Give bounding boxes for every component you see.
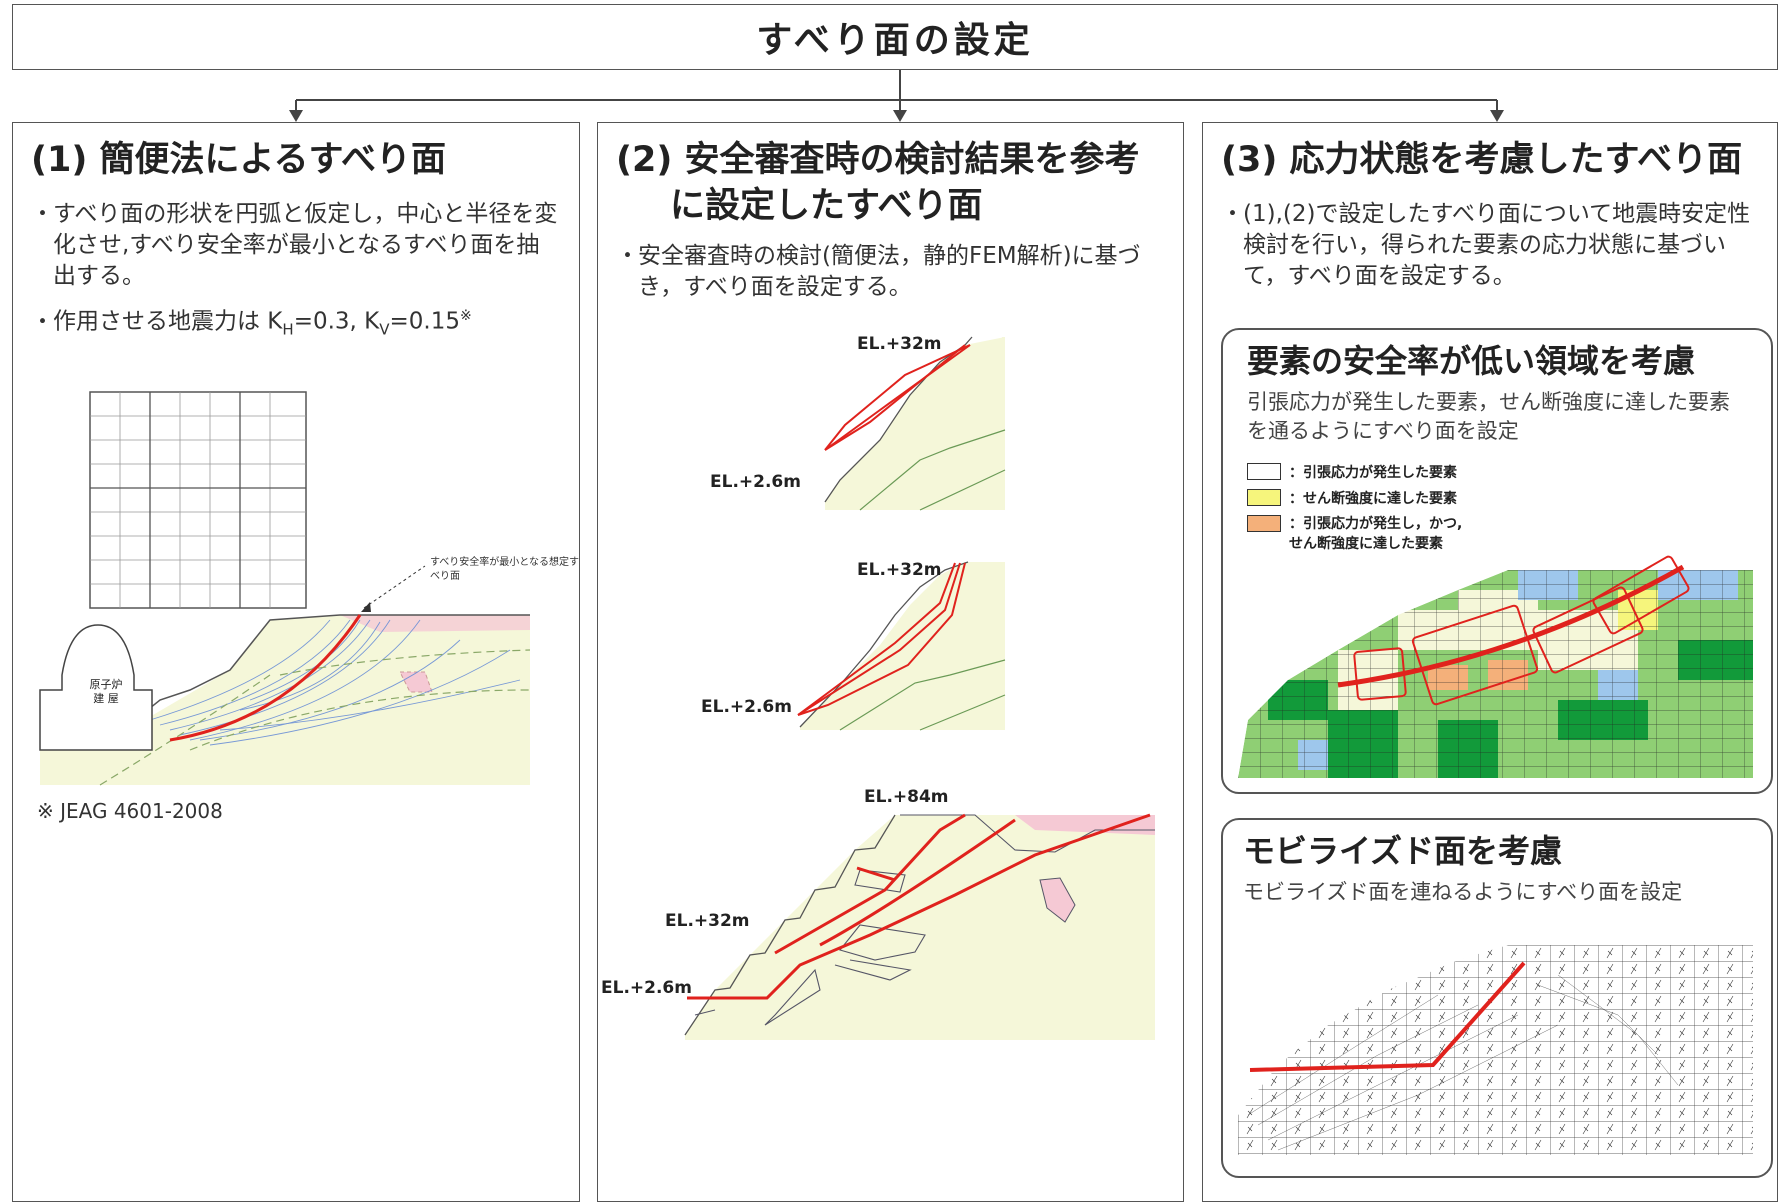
bullet-mark: ・ (31, 308, 54, 335)
circle-center-grid (89, 391, 307, 609)
seismic-text-prefix: 作用させる地震力は K (53, 308, 283, 335)
card1-title: 要素の安全率が低い領域を考慮 (1247, 342, 1696, 380)
panel1-title: (1) 簡便法によるすべり面 (31, 140, 447, 180)
panel2-bullet1-text: 安全審査時の検討(簡便法，静的FEM解析)に基づき，すべり面を設定する。 (638, 243, 1141, 300)
legend: ：引張応力が発生した要素 ：せん断強度に達した要素 ：引張応力が発生し，かつ, … (1247, 462, 1577, 554)
fig1-bottom-label: EL.+2.6m (710, 472, 801, 492)
panel-stress-state: (3) 応力状態を考慮したすべり面 ・ (1),(2)で設定したすべり面について… (1202, 122, 1778, 1202)
card-mobilized-plane: モビライズド面を考慮 モビライズド面を連ねるようにすべり面を設定 (1221, 818, 1773, 1178)
panel2-title-line2: に設定したすべり面 (670, 186, 983, 226)
seismic-text-mid: =0.3, K (293, 308, 380, 335)
card-low-safety-region: 要素の安全率が低い領域を考慮 引張応力が発生した要素，せん断強度に達した要素を通… (1221, 328, 1773, 794)
legend-label: ：せん断強度に達した要素 (1289, 491, 1457, 507)
safety-factor-mesh (1238, 555, 1753, 778)
fig1-top-label: EL.+32m (857, 334, 942, 354)
legend-label: ：引張応力が発生し，かつ, せん断強度に達した要素 (1289, 516, 1463, 552)
panel2-figure2 (797, 561, 1006, 731)
fig2-top-label: EL.+32m (857, 560, 942, 580)
panel3-bullet1-text: (1),(2)で設定したすべり面について地震時安定性検討を行い，得られた要素の応… (1243, 201, 1751, 289)
panel2-bullet1: ・ 安全審査時の検討(簡便法，静的FEM解析)に基づき，すべり面を設定する。 (616, 241, 1166, 303)
panel1-bullet2: ・作用させる地震力は KH=0.3, KV=0.15※ (31, 301, 571, 345)
legend-swatch-white (1247, 463, 1281, 480)
kh-subscript: H (282, 320, 294, 339)
legend-item-tension: ：引張応力が発生した要素 (1247, 462, 1577, 488)
panel1-bullet1-text: すべり面の形状を円弧と仮定し，中心と半径を変化させ,すべり安全率が最小となるすべ… (53, 201, 558, 289)
fig3-mid-label: EL.+32m (665, 911, 750, 931)
legend-item-shear: ：せん断強度に達した要素 (1247, 488, 1577, 514)
kv-subscript: V (379, 320, 390, 339)
panel3-title: (3) 応力状態を考慮したすべり面 (1221, 140, 1743, 180)
page-title: すべり面の設定 (12, 4, 1778, 70)
legend-label: ：引張応力が発生した要素 (1289, 465, 1457, 481)
connector-arrows (289, 70, 1504, 122)
panel2-figure1 (824, 336, 1006, 511)
critical-slip-annotation: すべり安全率が最小となる想定すべり面 (430, 557, 579, 582)
card1-desc: 引張応力が発生した要素，せん断強度に達した要素を通るようにすべり面を設定 (1247, 390, 1730, 443)
panel2-title-line1: (2) 安全審査時の検討結果を参考 (616, 140, 1140, 180)
bullet-mark: ・ (616, 243, 639, 269)
bullet-mark: ・ (31, 201, 54, 227)
reactor-building-label: 原子炉 建 屋 (89, 678, 123, 705)
seismic-text-suffix: =0.15 (389, 308, 460, 335)
legend-swatch-orange (1247, 515, 1281, 532)
panel1-footnote: ※ JEAG 4601-2008 (37, 799, 223, 823)
legend-item-both: ：引張応力が発生し，かつ, せん断強度に達した要素 (1247, 514, 1577, 554)
legend-swatch-yellow (1247, 489, 1281, 506)
panel1-slope-figure (39, 565, 531, 786)
panel3-bullet1: ・ (1),(2)で設定したすべり面について地震時安定性検討を行い，得られた要素… (1221, 199, 1761, 292)
fig3-bottom-label: EL.+2.6m (601, 978, 692, 998)
panel2-figure3 (684, 813, 1155, 1040)
fig2-bottom-label: EL.+2.6m (701, 697, 792, 717)
mobilized-plane-mesh (1238, 945, 1753, 1155)
bullet-mark: ・ (1221, 201, 1244, 227)
footnote-mark: ※ (460, 308, 472, 324)
card2-title: モビライズド面を考慮 (1243, 832, 1563, 870)
panel1-bullet1: ・ すべり面の形状を円弧と仮定し，中心と半径を変化させ,すべり安全率が最小となる… (31, 199, 561, 292)
panel-simplified-method: (1) 簡便法によるすべり面 ・ すべり面の形状を円弧と仮定し，中心と半径を変化… (12, 122, 580, 1202)
card2-desc: モビライズド面を連ねるようにすべり面を設定 (1243, 880, 1683, 904)
fig3-top-label: EL.+84m (864, 787, 949, 807)
